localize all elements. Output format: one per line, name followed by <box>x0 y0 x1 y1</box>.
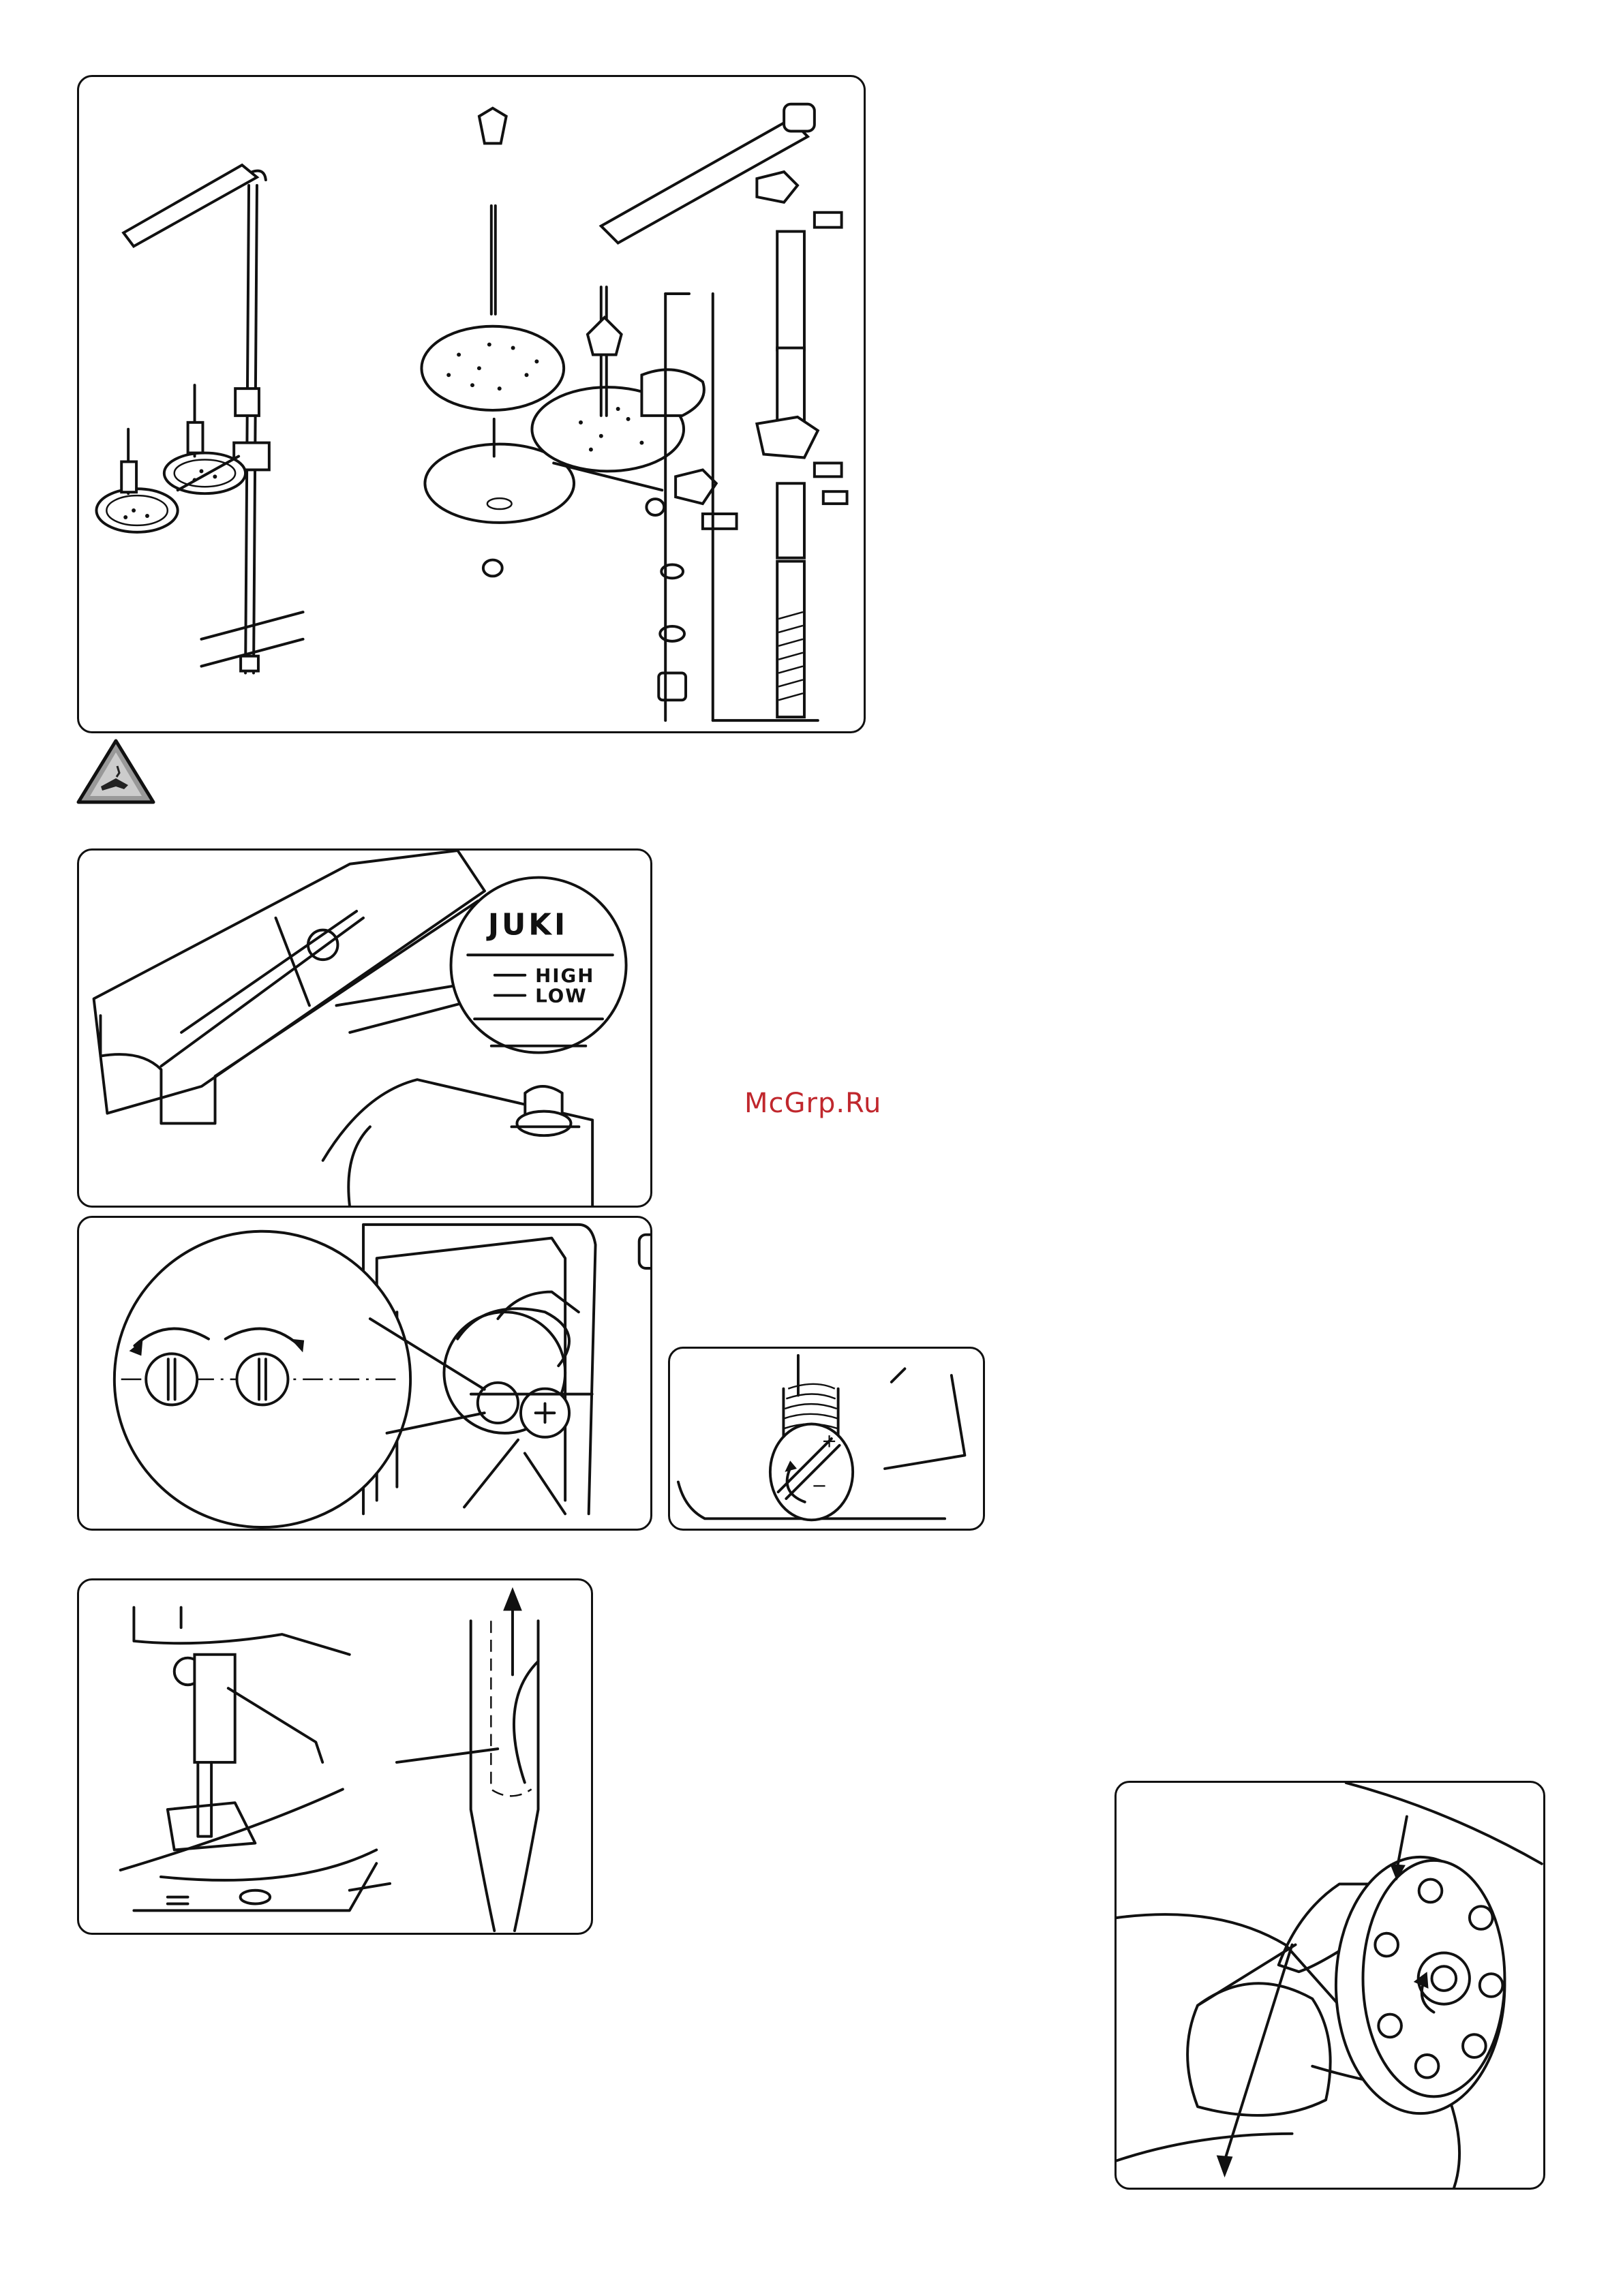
watermark-text: McGrp.Ru <box>744 1088 881 1119</box>
oil-reservoir-drawing: JUKI HIGH LOW <box>79 851 650 1206</box>
minus-mark: − <box>812 1475 828 1497</box>
oil-reservoir-figure: JUKI HIGH LOW <box>77 848 652 1208</box>
plus-mark: + <box>821 1431 837 1452</box>
bobbin-winder-figure <box>1114 1781 1545 2190</box>
screw-detail-drawing: + − <box>670 1349 983 1529</box>
brand-logo-text: JUKI <box>486 908 568 943</box>
thread-stand-figure <box>77 75 866 733</box>
thread-stand-drawing <box>79 77 864 731</box>
screw-detail-figure: + − <box>668 1347 985 1531</box>
level-high-label: HIGH <box>535 964 594 987</box>
needle-drawing <box>79 1580 591 1933</box>
level-low-label: LOW <box>535 984 588 1007</box>
oil-adjust-drawing <box>79 1218 650 1529</box>
oil-adjust-figure <box>77 1216 652 1531</box>
hand-caution-icon <box>75 737 157 806</box>
bobbin-winder-drawing <box>1117 1783 1543 2188</box>
needle-figure <box>77 1578 593 1935</box>
